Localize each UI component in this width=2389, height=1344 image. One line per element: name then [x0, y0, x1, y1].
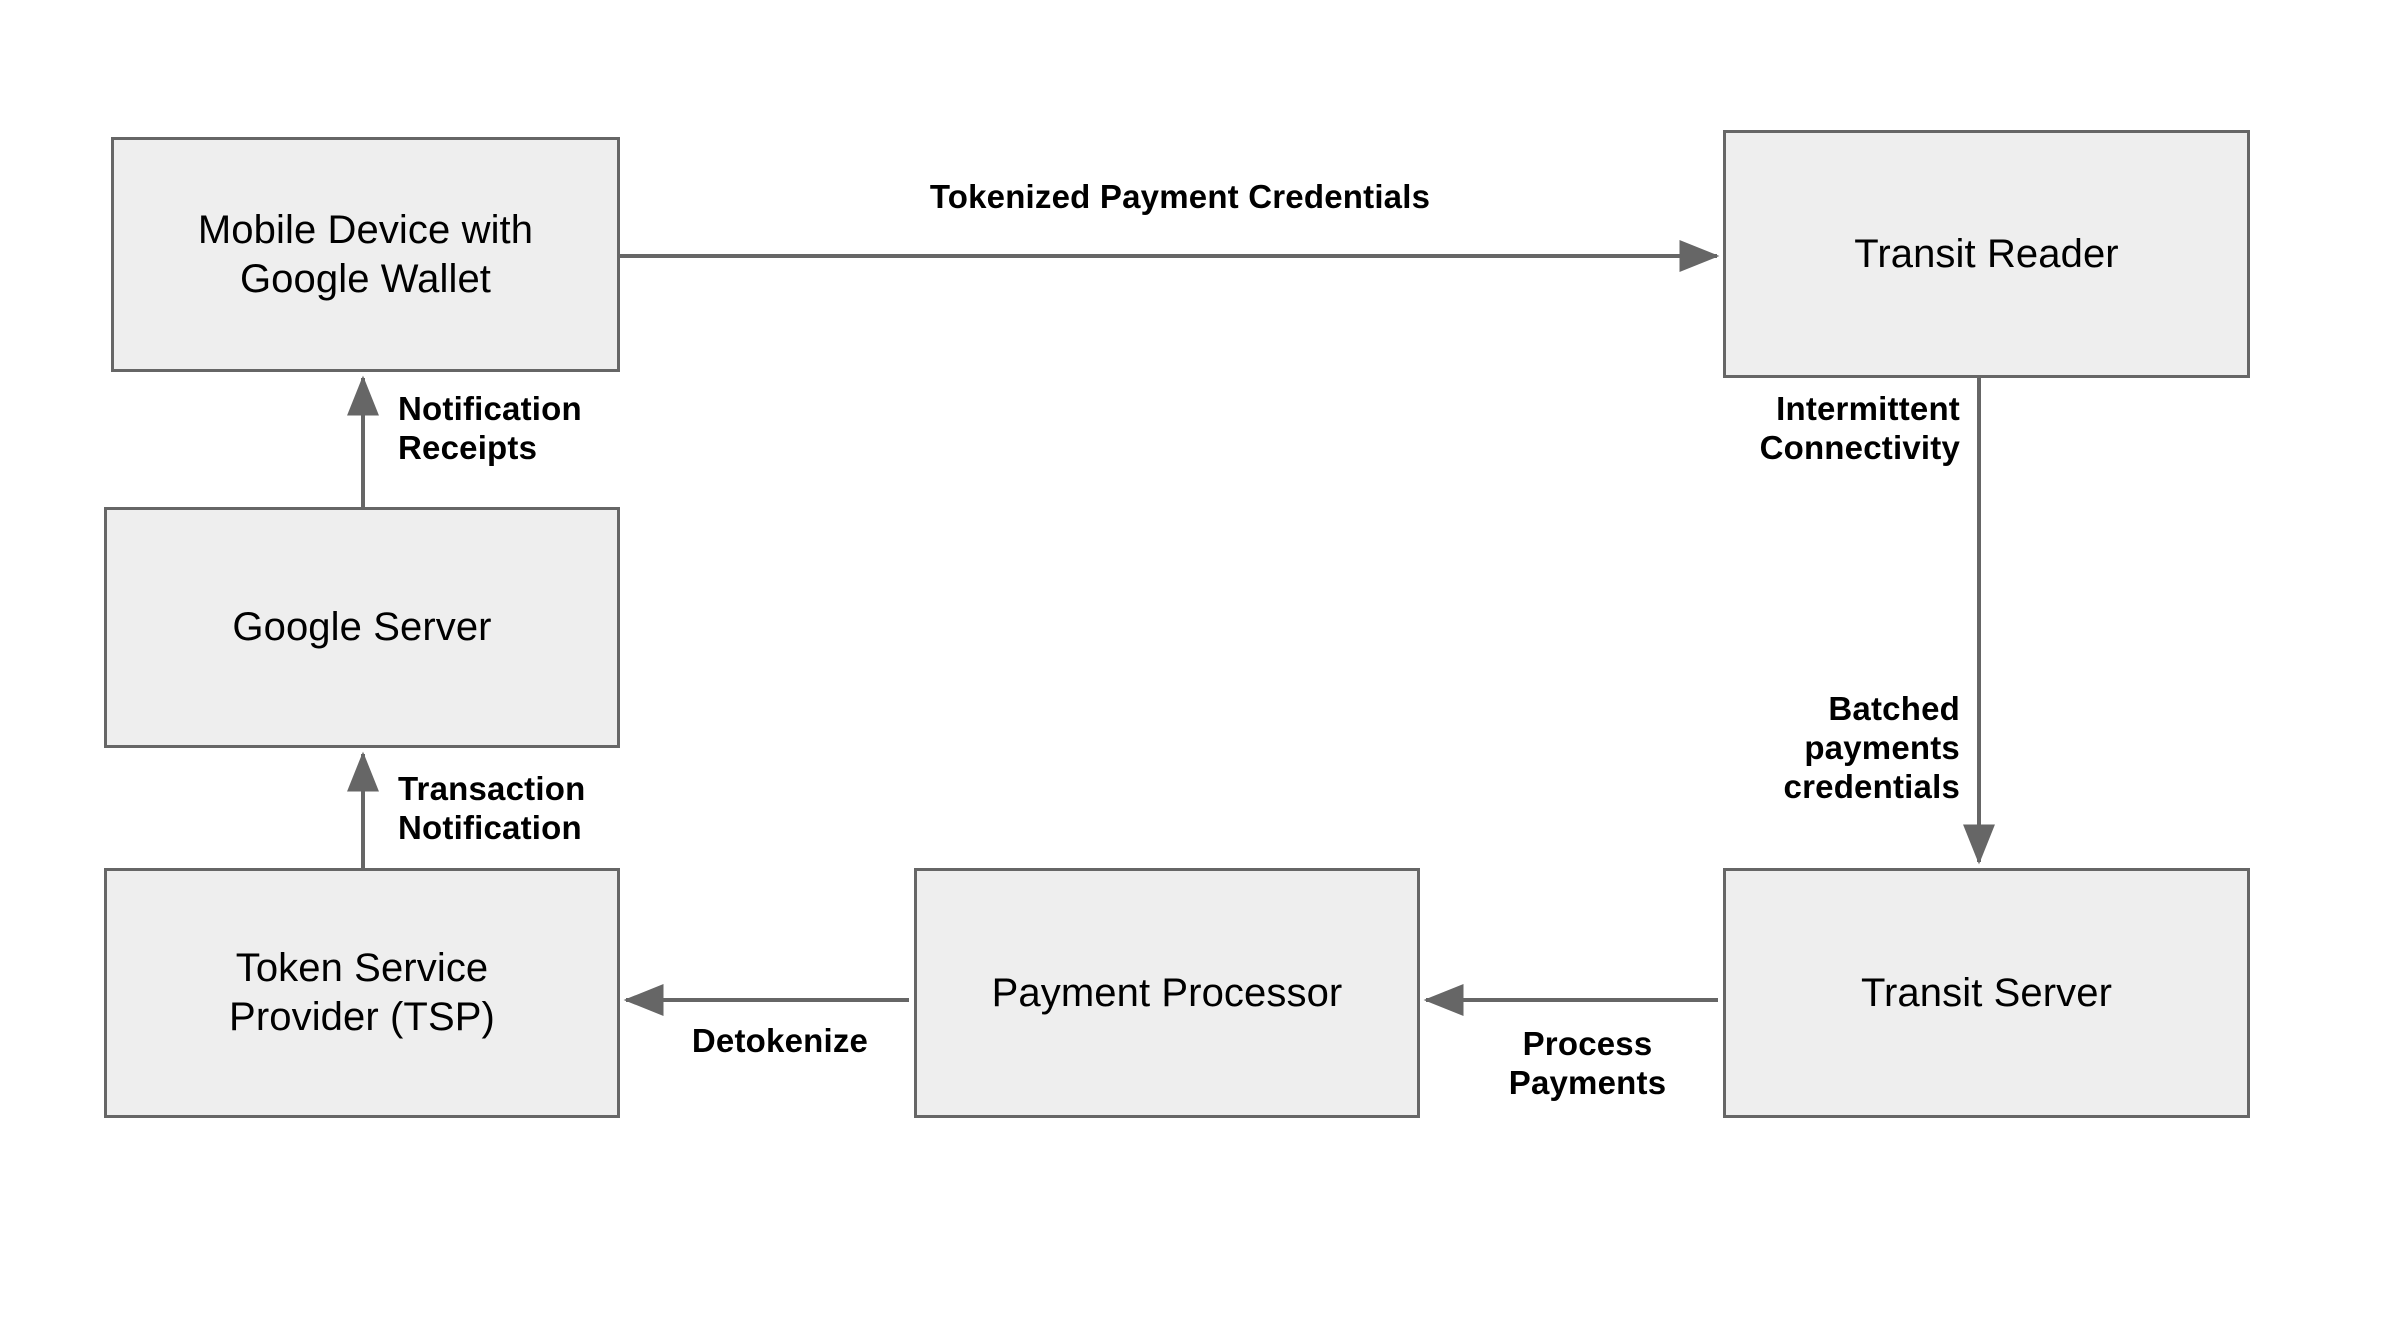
node-transit-server[interactable]: Transit Server — [1723, 868, 2250, 1118]
node-label: Transit Server — [1860, 970, 2113, 1015]
node-token-service-provider[interactable]: Token Service Provider (TSP) — [104, 868, 620, 1118]
node-label: Payment Processor — [991, 970, 1343, 1015]
edge-label-batched-payments-credentials: Batched payments credentials — [1783, 690, 1960, 805]
node-payment-processor[interactable]: Payment Processor — [914, 868, 1420, 1118]
node-label: Transit Reader — [1854, 231, 2119, 276]
edge-label-detokenize: Detokenize — [691, 1022, 869, 1059]
node-mobile-device-with-google-wallet[interactable]: Mobile Device with Google Wallet — [111, 137, 620, 372]
node-label: Token Service Provider (TSP) — [229, 946, 495, 1039]
edge-label-tokenized-payment-credentials: Tokenized Payment Credentials — [929, 178, 1431, 215]
node-google-server[interactable]: Google Server — [104, 507, 620, 748]
node-label: Mobile Device with Google Wallet — [197, 207, 534, 301]
edge-label-process-payments: Process Payments — [1508, 1025, 1667, 1101]
node-label: Google Server — [232, 605, 492, 650]
node-transit-reader[interactable]: Transit Reader — [1723, 130, 2250, 378]
edge-label-intermittent-connectivity: Intermittent Connectivity — [1759, 390, 1960, 466]
edge-label-transaction-notification: Transaction Notification — [398, 770, 586, 846]
edge-label-notification-receipts: Notification Receipts — [398, 390, 582, 466]
